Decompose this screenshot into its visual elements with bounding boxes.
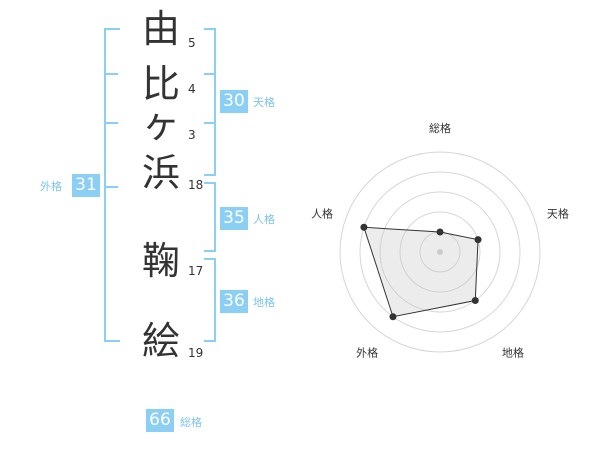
radar-axis-label-4: 外格 <box>356 345 378 359</box>
radar-point-1 <box>436 228 444 236</box>
radar-point-2 <box>474 236 482 244</box>
soukaku-value: 66 <box>146 409 174 432</box>
radar-axis-label-5: 人格 <box>311 207 333 221</box>
radar-center <box>437 249 443 255</box>
jinkaku-value: 35 <box>220 207 248 230</box>
gaikaku-value: 31 <box>72 174 100 197</box>
radar-point-3 <box>471 297 479 305</box>
gaikaku-bracket <box>104 28 120 342</box>
radar-point-5 <box>360 223 368 231</box>
radar-point-4 <box>389 313 397 321</box>
chikaku-bracket <box>204 258 216 342</box>
name-char-2: 比 <box>141 62 180 106</box>
chikaku-label: 地格 <box>253 296 275 309</box>
stroke-count-5: 17 <box>188 264 204 278</box>
name-char-5: 鞠 <box>141 239 180 283</box>
gaikaku-label: 外格 <box>40 180 62 193</box>
jinkaku-label: 人格 <box>253 213 275 226</box>
tenkaku-value: 30 <box>220 90 248 113</box>
chikaku-value: 36 <box>220 290 248 313</box>
bracket-tick <box>104 122 118 124</box>
bracket-tick <box>204 122 214 124</box>
radar-axis-label-3: 地格 <box>502 345 524 359</box>
radar-axis-label-1: 総格 <box>429 121 451 135</box>
tenkaku-label: 天格 <box>253 96 275 109</box>
jinkaku-bracket <box>204 182 216 252</box>
radar-ring <box>339 151 541 353</box>
radar-ring <box>399 211 481 293</box>
bracket-tick <box>204 73 214 75</box>
radar-axis-label-2: 天格 <box>547 207 569 221</box>
name-char-4: 浜 <box>141 151 180 195</box>
soukaku-label: 総格 <box>180 416 202 429</box>
name-char-1: 由 <box>141 7 180 51</box>
bracket-tick <box>104 73 118 75</box>
radar-area <box>363 226 479 318</box>
stroke-count-3: 3 <box>188 128 196 142</box>
tenkaku-bracket <box>204 28 216 176</box>
stroke-count-2: 4 <box>188 82 196 96</box>
radar-ring <box>379 191 501 313</box>
name-char-6: 絵 <box>141 319 180 363</box>
stroke-count-6: 19 <box>188 346 204 360</box>
name-char-3: ヶ <box>141 102 180 146</box>
radar-ring <box>359 171 521 333</box>
bracket-tick <box>104 186 118 188</box>
stroke-count-1: 5 <box>188 36 196 50</box>
stroke-count-4: 18 <box>188 178 204 192</box>
